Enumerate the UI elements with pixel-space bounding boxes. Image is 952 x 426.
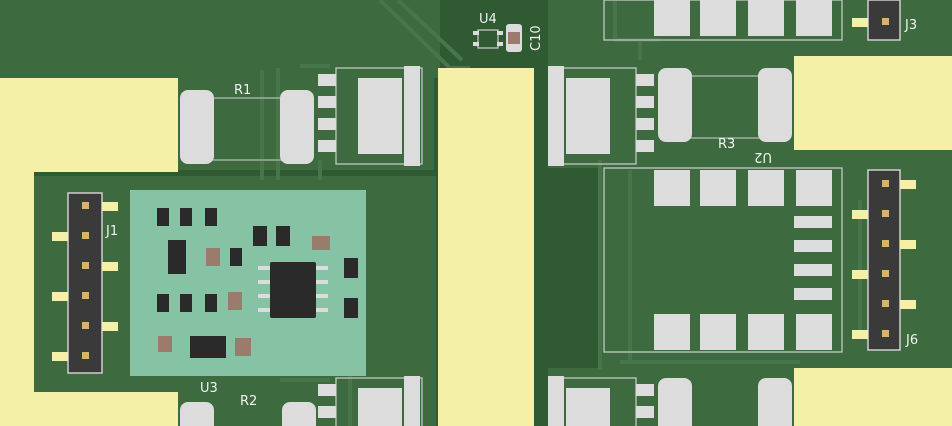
ic-u4[interactable]	[473, 29, 503, 49]
label-u3: U3	[200, 381, 218, 396]
label-c10: C10	[529, 25, 544, 51]
exposed-copper	[0, 56, 952, 426]
resistor-r1[interactable]	[180, 90, 314, 164]
module-u3[interactable]	[130, 190, 366, 376]
label-u4: U4	[479, 12, 497, 27]
power-module-u2[interactable]	[603, 167, 843, 353]
label-j3: J3	[904, 18, 917, 33]
power-transistor-left-bottom[interactable]	[318, 376, 423, 426]
power-module-top-right[interactable]	[603, 0, 843, 41]
capacitor-c10[interactable]	[506, 24, 522, 52]
label-r1: R1	[234, 83, 251, 98]
label-j1: J1	[105, 224, 118, 239]
label-u2: U2	[754, 149, 772, 164]
power-transistor-right-bottom[interactable]	[548, 376, 792, 426]
label-r2: R2	[240, 394, 257, 409]
power-transistor-left-top[interactable]	[318, 66, 423, 166]
connector-j1[interactable]	[52, 192, 118, 374]
power-transistor-right-top[interactable]	[548, 66, 654, 166]
resistor-r3[interactable]	[658, 68, 792, 142]
connector-j3[interactable]	[852, 0, 901, 41]
label-j6: J6	[905, 333, 918, 348]
connector-j6[interactable]	[852, 169, 916, 351]
resistor-r2[interactable]	[180, 402, 316, 426]
label-r3: R3	[718, 137, 735, 152]
